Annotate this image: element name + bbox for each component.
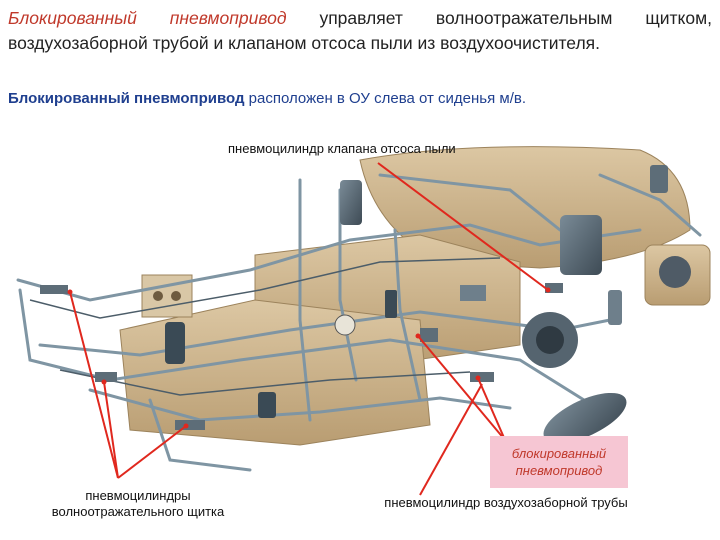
location-text: расположен в ОУ слева от сиденья м/в. bbox=[244, 90, 527, 107]
label-wave-shield-cylinders: пневмоцилиндры волноотражательного щитка bbox=[18, 488, 258, 520]
blocked-drive-badge: блокированный пневмопривод bbox=[490, 436, 628, 488]
components bbox=[40, 165, 668, 444]
label-air-intake-cylinder: пневмоцилиндр воздухозаборной трубы bbox=[384, 495, 628, 510]
location-highlight: Блокированный пневмопривод bbox=[8, 90, 245, 107]
pointer-lines bbox=[69, 162, 549, 496]
blocked-drive-line1: блокированный bbox=[511, 446, 607, 461]
location-paragraph: Блокированный пневмопривод расположен в … bbox=[8, 89, 712, 109]
label-dust-valve-cylinder: пневмоцилиндр клапана отсоса пыли bbox=[228, 141, 456, 156]
intro-highlight: Блокированный пневмопривод bbox=[8, 8, 287, 28]
intro-text: управляет волноотражательным щитком, воз… bbox=[8, 8, 712, 53]
blocked-drive-line2: пневмопривод bbox=[515, 463, 603, 478]
intro-paragraph: Блокированный пневмопривод управляет вол… bbox=[8, 6, 712, 56]
label-wave-shield-line1: пневмоцилиндры bbox=[85, 488, 191, 503]
label-wave-shield-line2: волноотражательного щитка bbox=[51, 504, 225, 519]
